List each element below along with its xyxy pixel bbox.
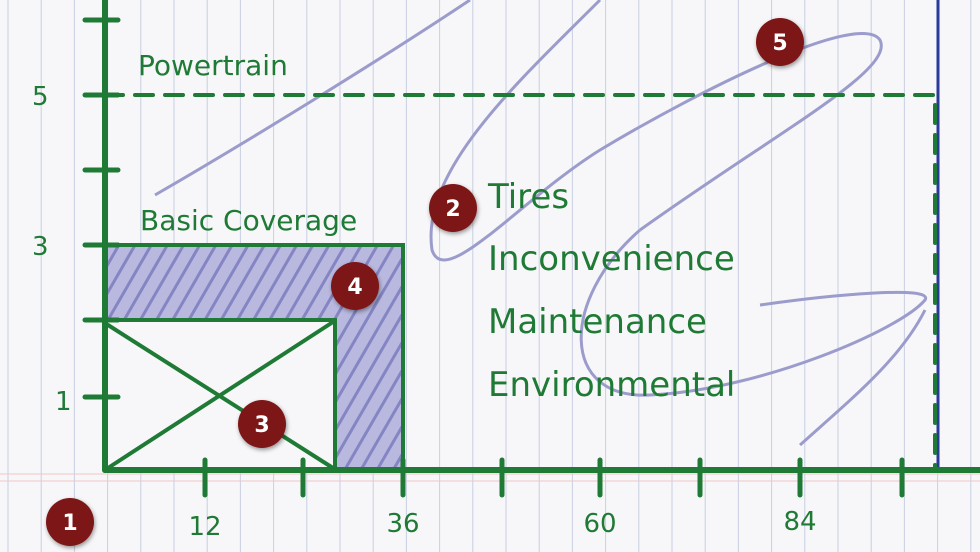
crossed-box-border (103, 318, 337, 472)
x-tick-label: 84 (783, 507, 816, 537)
list-item: Tires (487, 177, 569, 217)
basic-coverage-label: Basic Coverage (140, 204, 357, 237)
list-item: Maintenance (488, 302, 707, 342)
badge-1: 1 (46, 498, 94, 546)
x-tick-label: 12 (188, 512, 221, 542)
x-tick-label: 36 (386, 509, 419, 539)
svg-text:1: 1 (62, 511, 77, 536)
powertrain-label: Powertrain (138, 49, 288, 82)
svg-text:5: 5 (772, 31, 787, 56)
svg-text:2: 2 (445, 197, 460, 222)
badge-3: 3 (238, 400, 286, 448)
badge-5: 5 (756, 18, 804, 66)
list-item: Inconvenience (488, 239, 735, 279)
svg-text:4: 4 (347, 275, 362, 300)
y-tick-label: 1 (55, 387, 72, 417)
basic-coverage-border (103, 243, 405, 472)
badge-2: 2 (429, 184, 477, 232)
x-tick-label: 60 (583, 509, 616, 539)
scribble-loops (154, 0, 927, 447)
cross-mark (106, 320, 335, 470)
list-item: Environmental (488, 365, 735, 405)
badge-4: 4 (331, 262, 379, 310)
axes (102, 0, 980, 473)
y-tick-label: 3 (32, 232, 49, 262)
svg-text:3: 3 (254, 413, 269, 438)
powertrain-boundary (103, 93, 937, 472)
y-tick-label: 5 (32, 82, 49, 112)
